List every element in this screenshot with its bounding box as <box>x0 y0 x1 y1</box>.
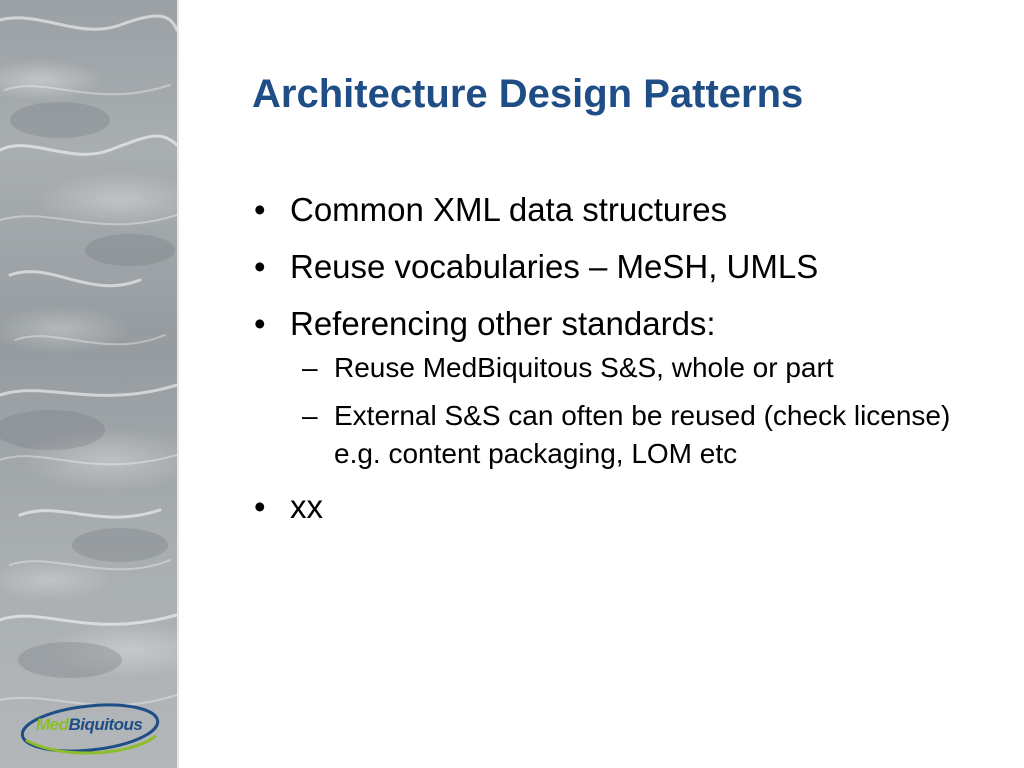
slide-body: • Common XML data structures • Reuse voc… <box>252 190 992 544</box>
sub-bullet-item: – Reuse MedBiquitous S&S, whole or part <box>252 349 992 387</box>
bullet-text: Referencing other standards: <box>290 305 716 342</box>
bullet-item: • Referencing other standards: <box>252 304 992 344</box>
slide-title: Architecture Design Patterns <box>252 72 804 116</box>
bullet-text: Common XML data structures <box>290 191 728 228</box>
bullet-text: Reuse vocabularies – MeSH, UMLS <box>290 248 819 285</box>
logo-swoosh-icon <box>20 703 160 755</box>
sub-bullet-item: – External S&S can often be reused (chec… <box>252 397 992 473</box>
bullet-mark: • <box>254 305 266 342</box>
medbiquitous-logo: MedBiquitous <box>16 696 164 760</box>
sub-bullet-mark: – <box>302 352 318 383</box>
water-texture-strip: MedBiquitous <box>0 0 177 768</box>
bullet-item: • xx <box>252 487 992 527</box>
sub-bullet-text: Reuse MedBiquitous S&S, whole or part <box>334 352 834 383</box>
bullet-text: xx <box>290 488 323 525</box>
bullet-mark: • <box>254 248 266 285</box>
sub-bullet-list: – Reuse MedBiquitous S&S, whole or part … <box>252 349 992 473</box>
logo-text-med: Med <box>36 715 69 734</box>
bullet-mark: • <box>254 191 266 228</box>
bullet-mark: • <box>254 488 266 525</box>
logo-text-biquitous: Biquitous <box>68 715 143 734</box>
water-ripple-pattern <box>0 14 177 707</box>
bullet-item: • Reuse vocabularies – MeSH, UMLS <box>252 247 992 287</box>
bullet-item: • Common XML data structures <box>252 190 992 230</box>
sub-bullet-text: External S&S can often be reused (check … <box>334 400 951 469</box>
sub-bullet-mark: – <box>302 400 318 431</box>
strip-divider <box>177 0 179 768</box>
logo-wordmark: MedBiquitous <box>36 715 143 735</box>
